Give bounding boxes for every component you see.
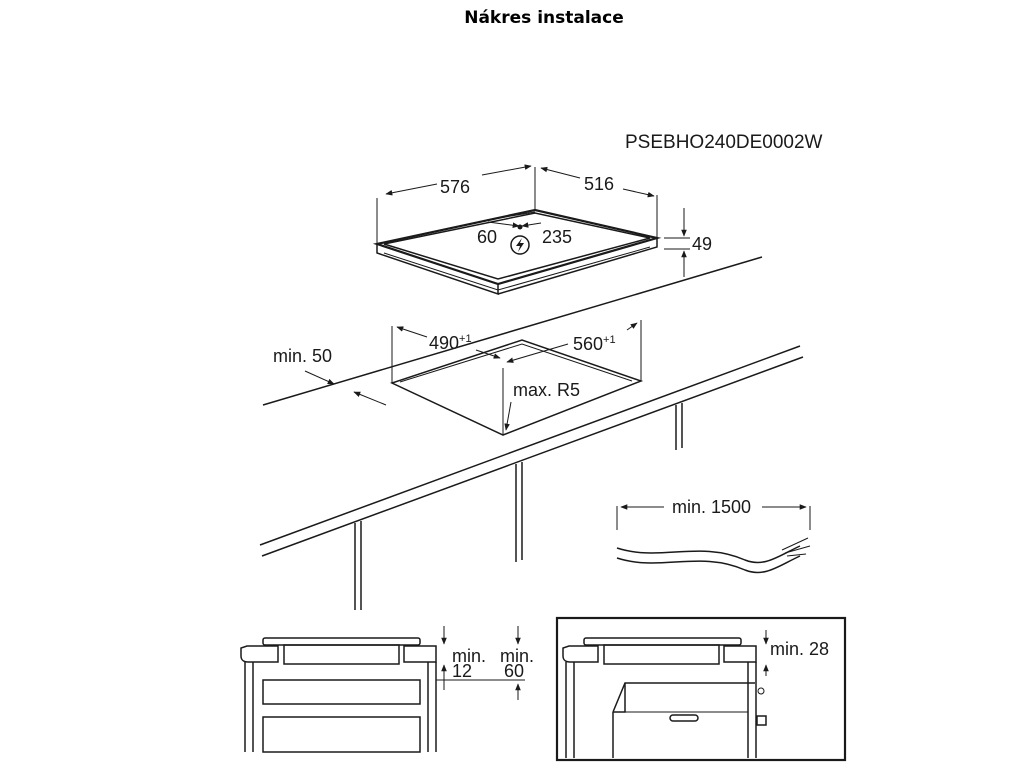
page-title: Nákres instalace <box>464 8 624 28</box>
hob-depth-dimension: 516 <box>540 166 658 238</box>
cutout-width-dimension: 490+1 <box>396 326 501 359</box>
hob-width-dimension: 576 <box>376 164 536 244</box>
hob-height-dimension: 49 <box>664 208 712 277</box>
hob-height-label: 49 <box>692 234 712 254</box>
space-min-value: 60 <box>504 661 524 681</box>
clearance-label: min. 28 <box>770 639 829 659</box>
model-code: PSEBHO240DE0002W <box>625 132 823 153</box>
conn-right-label: 235 <box>542 227 572 247</box>
electrical-connection-icon <box>510 235 530 255</box>
edge-distance-label: min. 50 <box>273 346 332 366</box>
conn-left-label: 60 <box>477 227 497 247</box>
cable-length-label: min. 1500 <box>672 497 751 517</box>
cutout-opening <box>389 320 644 436</box>
gap-min-label: min. <box>452 646 486 666</box>
space-min-label: min. <box>500 646 534 666</box>
connection-position: 60 235 <box>477 221 572 255</box>
power-cable <box>616 537 811 574</box>
cable-length-dimension: min. 1500 <box>616 497 811 530</box>
hob-depth-label: 516 <box>584 174 614 194</box>
cutout-depth-dimension: 560+1 <box>506 322 638 363</box>
gap-min-value: 12 <box>452 661 472 681</box>
hob-width-label: 576 <box>440 177 470 197</box>
hob-unit <box>372 208 662 296</box>
cutout-width-label: 490+1 <box>429 333 472 353</box>
edge-distance-dimension: min. 50 <box>273 346 387 406</box>
worktop <box>259 256 804 610</box>
detail-left-section: min. 12 min. 60 <box>240 626 534 753</box>
corner-radius-callout: max. R5 <box>504 380 580 431</box>
cutout-depth-label: 560+1 <box>573 334 616 354</box>
detail-right-section: min. 28 <box>555 616 847 762</box>
corner-radius-label: max. R5 <box>513 380 580 400</box>
